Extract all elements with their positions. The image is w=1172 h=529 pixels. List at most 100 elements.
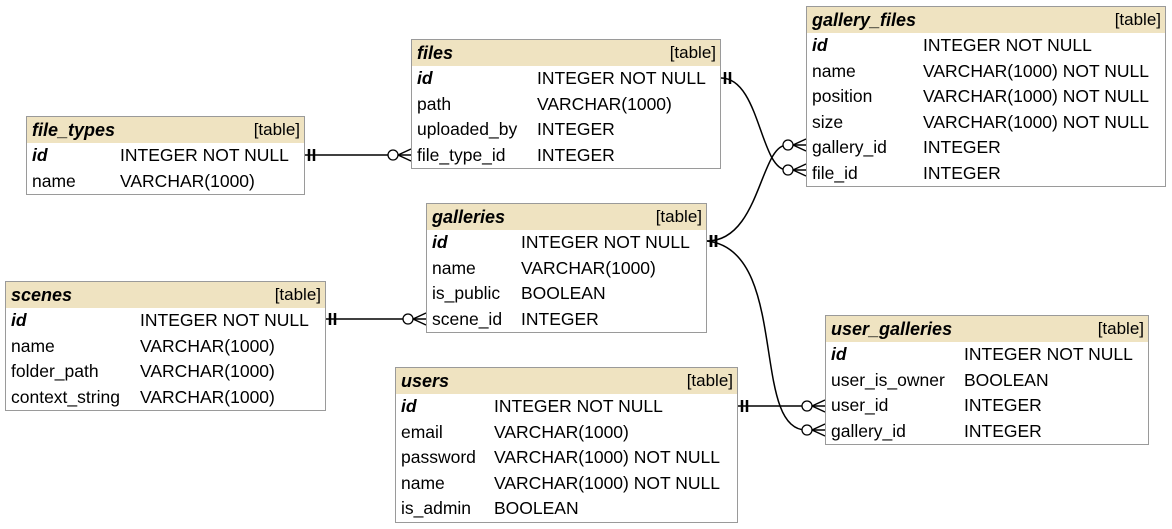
column-type: VARCHAR(1000) NOT NULL bbox=[494, 447, 720, 468]
column-type: VARCHAR(1000) bbox=[120, 170, 255, 191]
column-type: INTEGER NOT NULL bbox=[494, 396, 663, 417]
column-type: VARCHAR(1000) bbox=[140, 361, 275, 382]
column-row: scene_id INTEGER bbox=[427, 307, 706, 333]
table-kind: [table] bbox=[1114, 10, 1161, 29]
column-name: name bbox=[32, 170, 76, 191]
column-name: context_string bbox=[11, 386, 120, 407]
column-row: gallery_id INTEGER bbox=[807, 135, 1165, 161]
column-row: uploaded_by INTEGER bbox=[412, 117, 720, 143]
crow-foot-line bbox=[412, 318, 427, 326]
column-name: id bbox=[11, 310, 27, 331]
table-name: file_types bbox=[32, 119, 116, 140]
column-row: id INTEGER NOT NULL bbox=[807, 33, 1165, 59]
table-gallery-files[interactable]: gallery_files [table] id INTEGER NOT NULL… bbox=[806, 6, 1166, 187]
table-name: files bbox=[417, 42, 454, 63]
column-type: INTEGER bbox=[521, 308, 599, 329]
column-type: INTEGER bbox=[537, 119, 615, 140]
table-kind: [table] bbox=[274, 285, 321, 304]
table-name: scenes bbox=[11, 284, 73, 305]
table-kind: [table] bbox=[686, 371, 733, 390]
crow-foot-line bbox=[412, 312, 427, 320]
column-row: email VARCHAR(1000) bbox=[396, 420, 737, 446]
table-header: file_types [table] bbox=[27, 117, 304, 143]
edge-galleries-scenes bbox=[326, 312, 427, 326]
column-type: INTEGER bbox=[964, 395, 1042, 416]
crow-foot-line bbox=[792, 138, 807, 146]
column-type: VARCHAR(1000) bbox=[521, 257, 656, 278]
edge-gallery-files-files bbox=[720, 72, 807, 177]
column-name: user_id bbox=[831, 395, 889, 416]
column-type: VARCHAR(1000) bbox=[494, 421, 629, 442]
table-header: files [table] bbox=[412, 40, 720, 66]
crow-foot-line bbox=[811, 429, 826, 437]
crow-foot-line bbox=[811, 405, 826, 413]
column-name: id bbox=[812, 35, 828, 56]
column-type: BOOLEAN bbox=[494, 498, 579, 519]
column-type: VARCHAR(1000) bbox=[537, 93, 672, 114]
edge-gallery-files-galleries bbox=[706, 138, 807, 247]
edge-user-galleries-users bbox=[738, 399, 826, 413]
table-file-types[interactable]: file_types [table] id INTEGER NOT NULL na… bbox=[26, 116, 305, 195]
zero-marker-circle bbox=[402, 313, 414, 325]
column-type: INTEGER NOT NULL bbox=[923, 35, 1092, 56]
column-name: is_admin bbox=[401, 498, 472, 519]
column-name: gallery_id bbox=[812, 137, 887, 158]
column-row: is_public BOOLEAN bbox=[427, 281, 706, 307]
crow-foot-line bbox=[811, 423, 826, 431]
table-kind: [table] bbox=[253, 120, 300, 139]
column-name: id bbox=[401, 396, 417, 417]
column-type: INTEGER bbox=[923, 137, 1001, 158]
column-name: folder_path bbox=[11, 361, 99, 382]
crow-foot-line bbox=[811, 399, 826, 407]
column-name: is_public bbox=[432, 283, 501, 304]
table-name: users bbox=[401, 370, 450, 391]
column-type: INTEGER NOT NULL bbox=[521, 232, 690, 253]
column-name: file_type_id bbox=[417, 144, 506, 165]
column-name: id bbox=[32, 145, 48, 166]
column-type: VARCHAR(1000) NOT NULL bbox=[923, 86, 1149, 107]
column-row: is_admin BOOLEAN bbox=[396, 496, 737, 522]
column-row: id INTEGER NOT NULL bbox=[27, 143, 304, 169]
column-type: INTEGER NOT NULL bbox=[140, 310, 309, 331]
table-header: user_galleries [table] bbox=[826, 316, 1148, 342]
column-name: scene_id bbox=[432, 308, 503, 329]
column-name: email bbox=[401, 421, 443, 442]
zero-marker-circle bbox=[801, 424, 813, 436]
table-name: gallery_files bbox=[812, 9, 917, 30]
crow-foot-line bbox=[792, 163, 807, 171]
column-name: file_id bbox=[812, 162, 858, 183]
table-name: user_galleries bbox=[831, 318, 953, 339]
zero-marker-circle bbox=[782, 139, 794, 151]
column-name: uploaded_by bbox=[417, 119, 518, 140]
column-row: id INTEGER NOT NULL bbox=[396, 394, 737, 420]
crow-foot-line bbox=[397, 154, 412, 162]
table-header: galleries [table] bbox=[427, 204, 706, 230]
edge-line bbox=[706, 144, 788, 242]
column-name: size bbox=[812, 111, 844, 132]
column-type: VARCHAR(1000) NOT NULL bbox=[494, 472, 720, 493]
column-type: INTEGER NOT NULL bbox=[120, 145, 289, 166]
column-type: BOOLEAN bbox=[521, 283, 606, 304]
column-name: user_is_owner bbox=[831, 369, 945, 390]
table-header: scenes [table] bbox=[6, 282, 325, 308]
